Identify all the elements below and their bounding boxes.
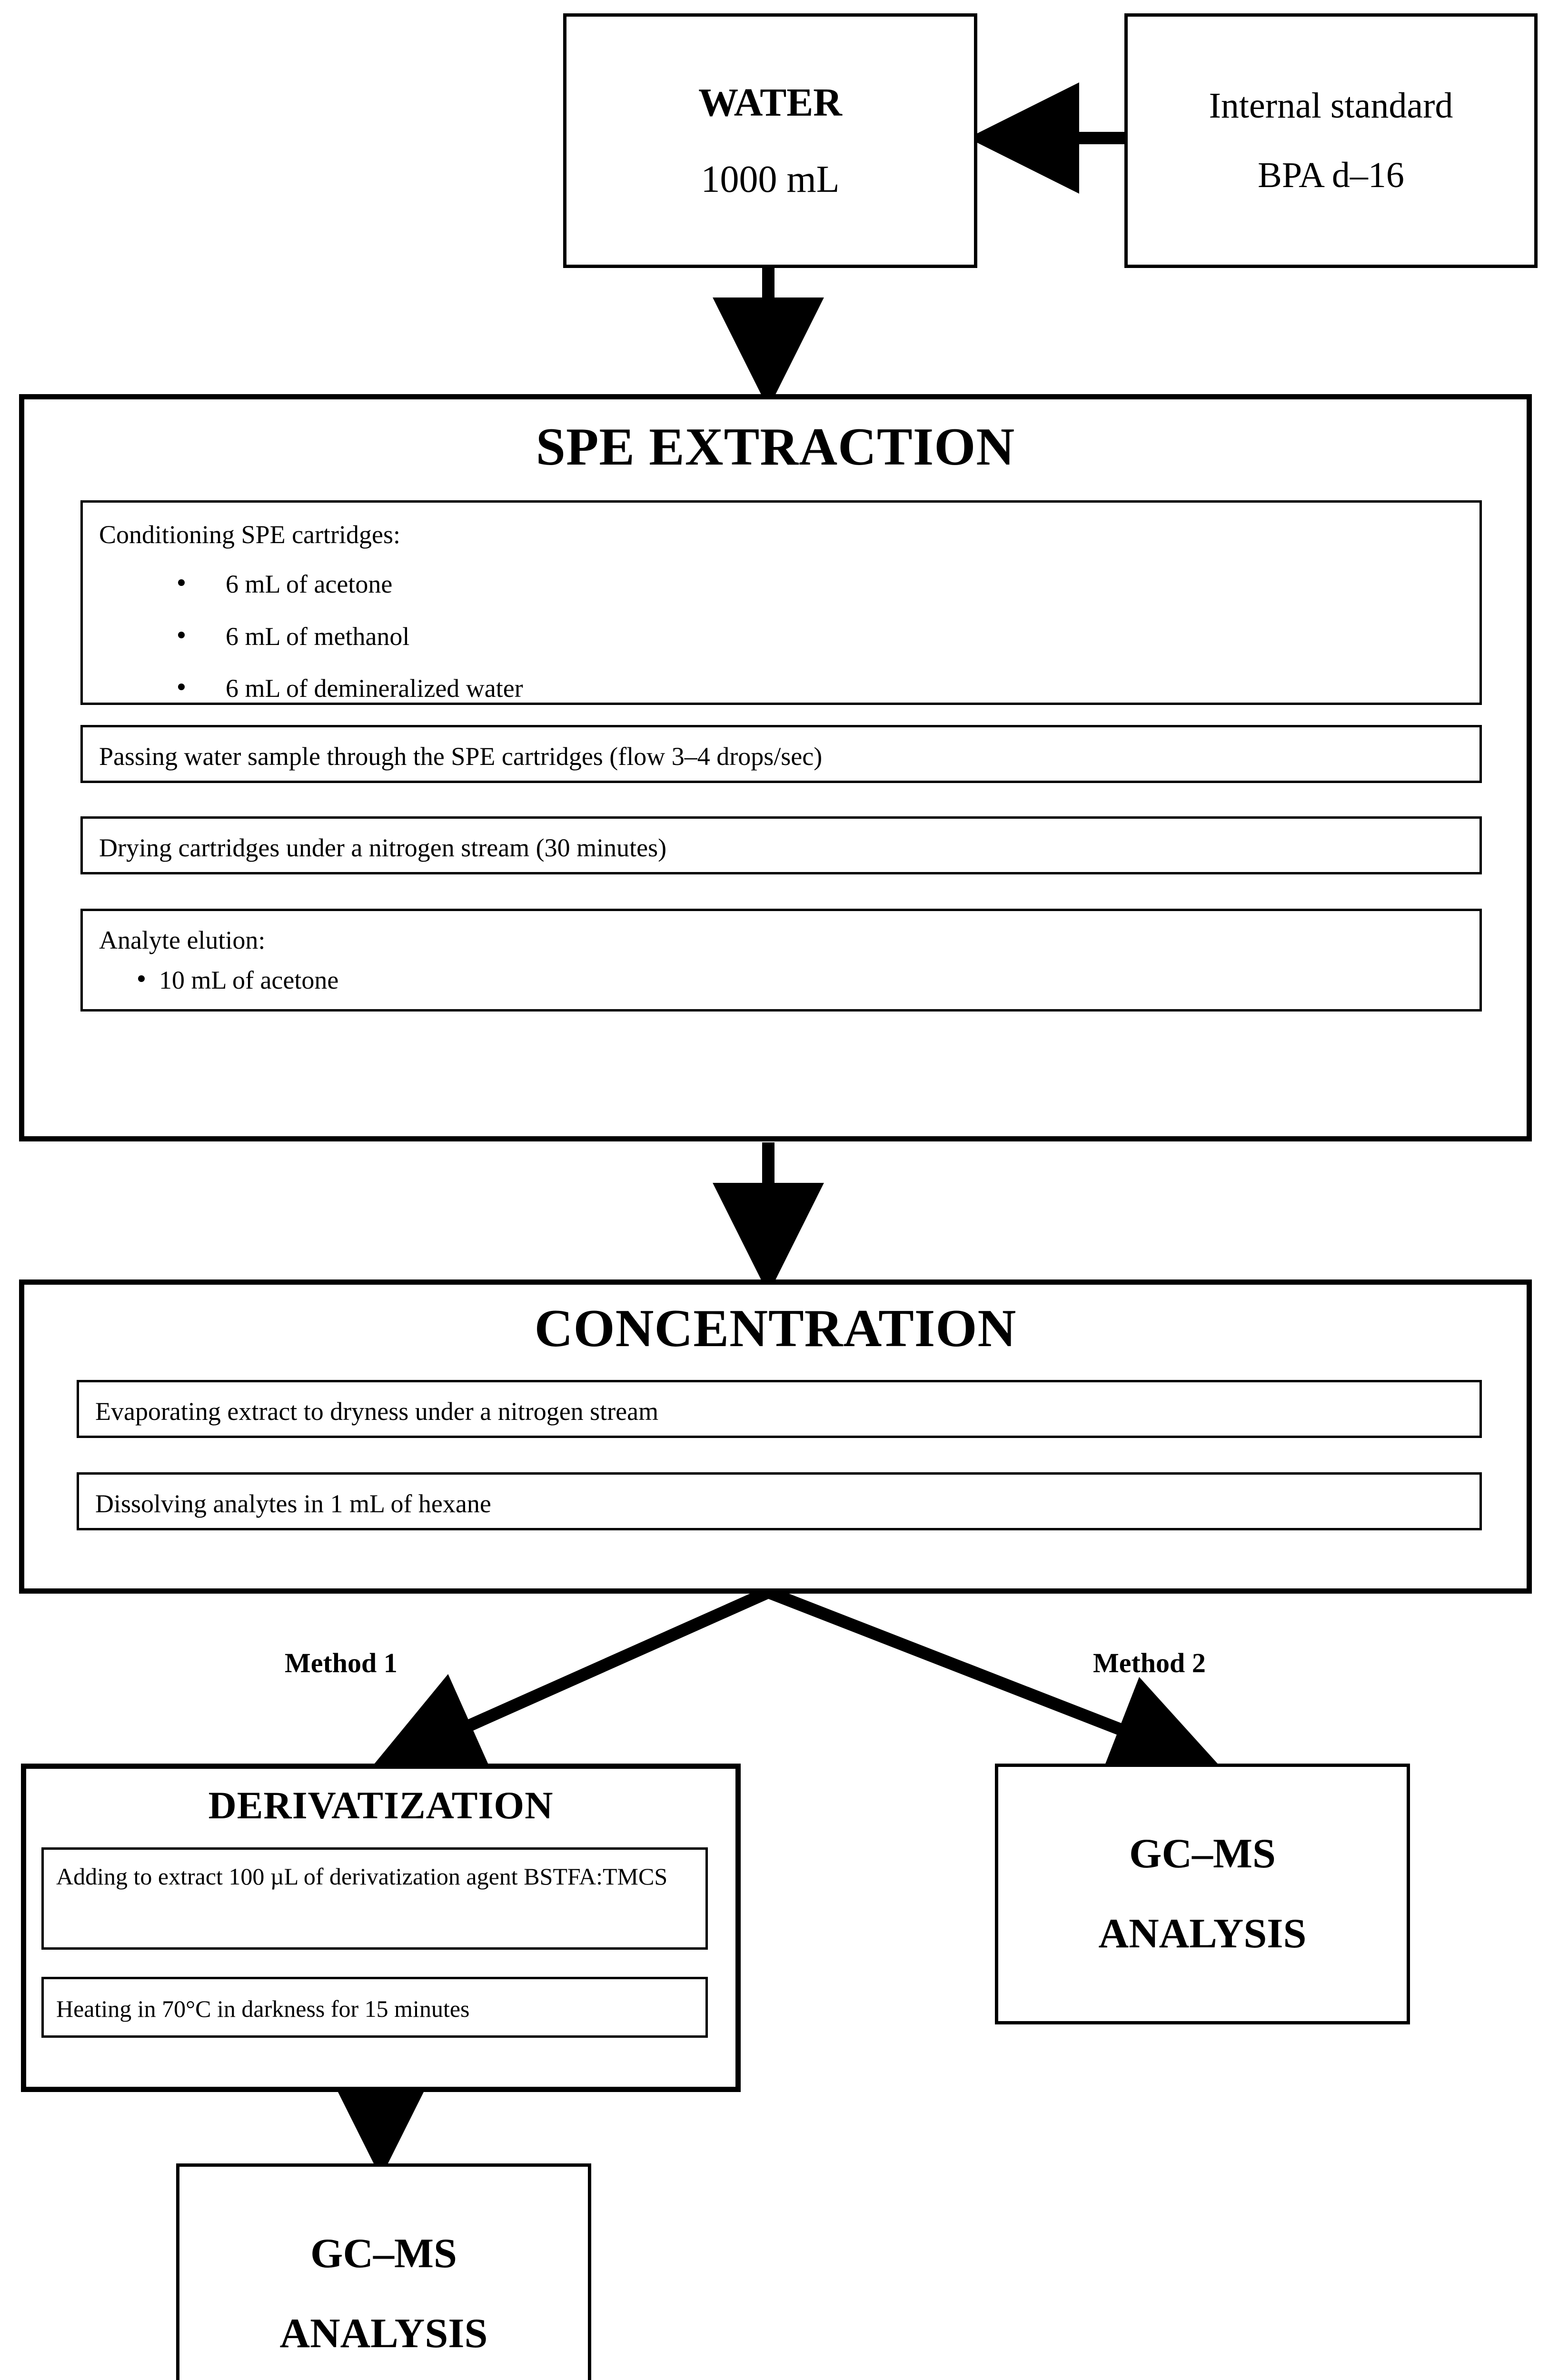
list-item: 6 mL of acetone bbox=[178, 566, 523, 603]
list-item: 6 mL of demineralized water bbox=[178, 671, 523, 707]
spe-conditioning-bullet-1: 6 mL of methanol bbox=[226, 622, 410, 651]
spe-elution-label: Analyte elution: bbox=[99, 926, 266, 954]
gcms-method1-line2: ANALYSIS bbox=[279, 2311, 488, 2357]
node-gcms-analysis-method2[interactable]: GC‒MS ANALYSIS bbox=[995, 1764, 1410, 2024]
water-volume: 1000 mL bbox=[701, 158, 840, 200]
bullet-icon bbox=[178, 684, 185, 691]
spe-drying-text: Drying cartridges under a nitrogen strea… bbox=[99, 833, 667, 862]
bullet-icon bbox=[138, 975, 145, 982]
derivatization-step-text-1: Heating in 70°C in darkness for 15 minut… bbox=[56, 1995, 470, 2022]
spe-elution-bullet-list: 10 mL of acetone bbox=[138, 962, 338, 999]
spe-conditioning-bullet-list: 6 mL of acetone 6 mL of methanol 6 mL of… bbox=[178, 566, 523, 707]
gcms-method2-line2: ANALYSIS bbox=[1098, 1911, 1307, 1957]
gcms-method1-line1: GC‒MS bbox=[310, 2230, 457, 2277]
node-internal-standard[interactable]: Internal standard BPA d‒16 bbox=[1124, 13, 1538, 268]
branch-label-method1: Method 1 bbox=[285, 1647, 397, 1678]
spe-elution-bullet-0: 10 mL of acetone bbox=[159, 966, 339, 994]
concentration-step-text-1: Dissolving analytes in 1 mL of hexane bbox=[95, 1489, 491, 1518]
water-title: WATER bbox=[698, 80, 842, 125]
node-derivatization[interactable]: DERIVATIZATION Adding to extract 100 µL … bbox=[21, 1764, 741, 2092]
list-item: 10 mL of acetone bbox=[138, 962, 338, 999]
spe-conditioning-box[interactable]: Conditioning SPE cartridges: 6 mL of ace… bbox=[80, 500, 1482, 705]
node-spe-extraction[interactable]: SPE EXTRACTION Conditioning SPE cartridg… bbox=[19, 394, 1532, 1141]
node-concentration[interactable]: CONCENTRATION Evaporating extract to dry… bbox=[19, 1279, 1532, 1594]
node-gcms-analysis-method1[interactable]: GC‒MS ANALYSIS bbox=[176, 2163, 591, 2380]
spe-passing-box[interactable]: Passing water sample through the SPE car… bbox=[80, 725, 1482, 783]
derivatization-step-box-1[interactable]: Heating in 70°C in darkness for 15 minut… bbox=[41, 1977, 708, 2038]
concentration-heading: CONCENTRATION bbox=[534, 1299, 1017, 1358]
spe-conditioning-bullet-0: 6 mL of acetone bbox=[226, 570, 393, 598]
derivatization-heading: DERIVATIZATION bbox=[208, 1784, 554, 1827]
gcms-method2-line1: GC‒MS bbox=[1129, 1830, 1276, 1877]
arrow-concentration-to-derivatization bbox=[369, 1587, 771, 1776]
node-water[interactable]: WATER 1000 mL bbox=[563, 13, 977, 268]
derivatization-step-box-0[interactable]: Adding to extract 100 µL of derivatizati… bbox=[41, 1847, 708, 1950]
concentration-step-box-0[interactable]: Evaporating extract to dryness under a n… bbox=[77, 1380, 1482, 1438]
concentration-step-text-0: Evaporating extract to dryness under a n… bbox=[95, 1397, 659, 1426]
spe-elution-box[interactable]: Analyte elution: 10 mL of acetone bbox=[80, 909, 1482, 1012]
list-item: 6 mL of methanol bbox=[178, 619, 523, 655]
internal-standard-label: Internal standard bbox=[1209, 85, 1453, 126]
bullet-icon bbox=[178, 579, 185, 586]
spe-drying-box[interactable]: Drying cartridges under a nitrogen strea… bbox=[80, 816, 1482, 874]
bullet-icon bbox=[178, 631, 185, 638]
spe-conditioning-bullet-2: 6 mL of demineralized water bbox=[226, 674, 523, 703]
internal-standard-compound: BPA d‒16 bbox=[1258, 155, 1404, 195]
spe-conditioning-label: Conditioning SPE cartridges: bbox=[99, 520, 400, 549]
branch-label-method2: Method 2 bbox=[1093, 1647, 1206, 1678]
spe-heading: SPE EXTRACTION bbox=[536, 417, 1015, 476]
spe-passing-text: Passing water sample through the SPE car… bbox=[99, 742, 823, 771]
derivatization-step-text-0: Adding to extract 100 µL of derivatizati… bbox=[56, 1863, 668, 1890]
concentration-step-box-1[interactable]: Dissolving analytes in 1 mL of hexane bbox=[77, 1472, 1482, 1530]
